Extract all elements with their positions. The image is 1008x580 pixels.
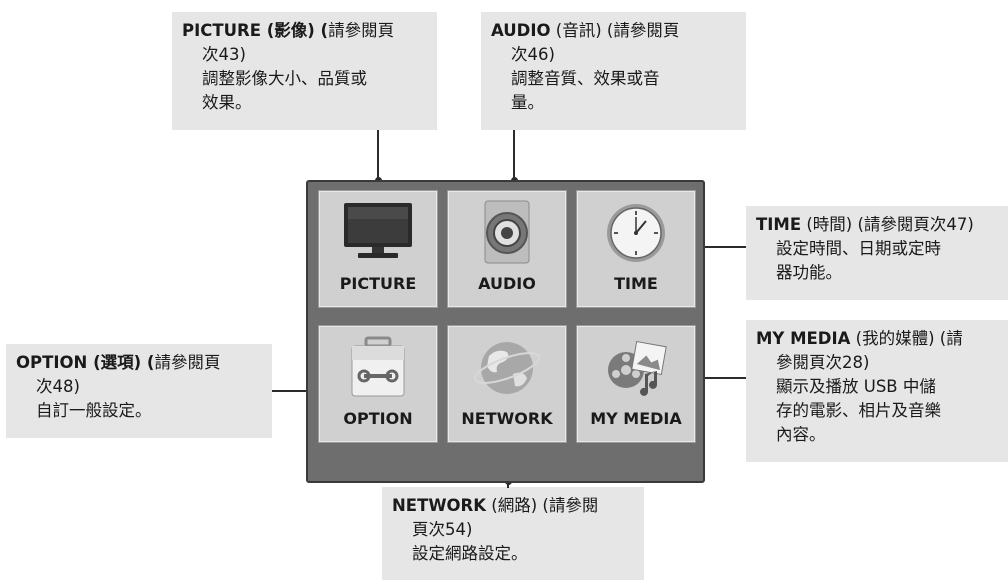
time-tile[interactable]: TIME [576, 190, 696, 308]
option-tile[interactable]: OPTION [318, 325, 438, 443]
callout-desc: 設定網路設定。 [412, 544, 528, 563]
callout-desc: 調整音質、效果或音 [511, 69, 660, 88]
callout-ref: (我的媒體) (請 [850, 329, 963, 348]
tile-label: NETWORK [461, 409, 553, 428]
option-connector [272, 390, 322, 392]
callout-ref-line: 次46) [511, 45, 555, 64]
callout-desc: 自訂一般設定。 [36, 401, 152, 420]
media-connector [696, 377, 746, 379]
callout-desc: 存的電影、相片及音樂 [776, 401, 941, 420]
home-menu-panel: PICTURE AUDIO TIME [306, 180, 705, 483]
callout-ref: 請參閱頁 [328, 21, 395, 40]
callout-ref-line: 參閱頁次28) [776, 353, 870, 372]
tile-label: MY MEDIA [590, 409, 682, 428]
globe-icon [473, 342, 541, 394]
callout-title: PICTURE (影像) ( [182, 21, 329, 40]
audio-tile[interactable]: AUDIO [447, 190, 567, 308]
callout-title: AUDIO [491, 21, 551, 40]
tv-icon [344, 203, 412, 258]
tile-label: OPTION [343, 409, 413, 428]
callout-title: TIME [756, 215, 802, 234]
audio-connector [513, 130, 515, 181]
time-connector [696, 246, 746, 248]
tile-label: TIME [614, 274, 658, 293]
callout-ref: (時間) (請參閱頁次47) [801, 215, 974, 234]
time-callout: TIME (時間) (請參閱頁次47) 設定時間、日期或定時 器功能。 [746, 206, 1008, 300]
network-tile[interactable]: NETWORK [447, 325, 567, 443]
audio-callout: AUDIO (音訊) (請參閱頁 次46) 調整音質、效果或音 量。 [481, 12, 746, 130]
speaker-icon [484, 200, 530, 264]
picture-tile[interactable]: PICTURE [318, 190, 438, 308]
option-callout: OPTION (選項) (請參閱頁 次48) 自訂一般設定。 [6, 344, 272, 438]
toolbox-icon [351, 336, 405, 397]
callout-desc: 量。 [511, 93, 544, 112]
callout-desc: 設定時間、日期或定時 [776, 239, 941, 258]
picture-callout: PICTURE (影像) (請參閱頁 次43) 調整影像大小、品質或 效果。 [172, 12, 437, 130]
tile-label: PICTURE [339, 274, 417, 293]
tile-label: AUDIO [478, 274, 536, 293]
my-media-tile[interactable]: MY MEDIA [576, 325, 696, 443]
callout-desc: 內容。 [776, 425, 826, 444]
callout-ref-line: 次48) [36, 377, 80, 396]
callout-desc: 顯示及播放 USB 中儲 [776, 377, 936, 396]
media-icon [608, 341, 667, 396]
callout-desc: 器功能。 [776, 263, 842, 282]
callout-desc: 效果。 [202, 93, 252, 112]
callout-title: OPTION (選項) ( [16, 353, 155, 372]
picture-connector [377, 130, 379, 181]
callout-desc: 調整影像大小、品質或 [202, 69, 367, 88]
callout-ref-line: 頁次54) [412, 520, 473, 539]
clock-icon [607, 204, 665, 262]
callout-ref: (網路) (請參閱 [486, 496, 599, 515]
callout-ref: (音訊) (請參閱頁 [550, 21, 680, 40]
callout-title: MY MEDIA [756, 329, 851, 348]
callout-ref-line: 次43) [202, 45, 246, 64]
network-callout: NETWORK (網路) (請參閱 頁次54) 設定網路設定。 [382, 487, 644, 580]
callout-title: NETWORK [392, 496, 487, 515]
callout-ref: 請參閱頁 [154, 353, 221, 372]
my-media-callout: MY MEDIA (我的媒體) (請 參閱頁次28) 顯示及播放 USB 中儲 … [746, 320, 1008, 462]
